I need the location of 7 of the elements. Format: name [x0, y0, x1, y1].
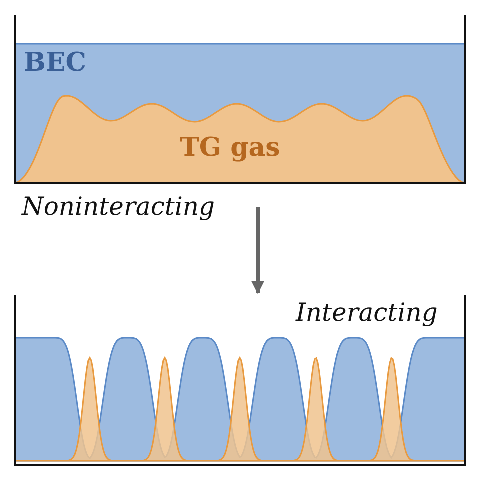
density-label: TG gas: [180, 133, 280, 163]
density-profile-drawing: [13, 13, 467, 185]
panel-caption: Noninteracting: [22, 192, 215, 221]
density-label: BEC: [24, 48, 86, 78]
arrow: [252, 207, 264, 294]
panel-caption: Interacting: [296, 298, 438, 327]
density-profile-drawing: [13, 293, 467, 467]
